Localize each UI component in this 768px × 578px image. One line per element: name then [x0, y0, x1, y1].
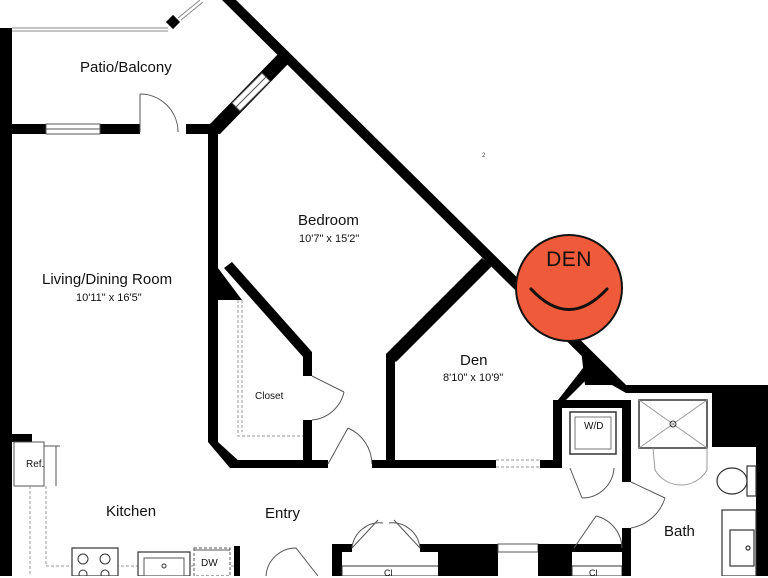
patio-window	[45, 123, 101, 135]
wd-label: W/D	[584, 421, 604, 432]
room-label-entry: Entry	[265, 505, 301, 522]
patio-railing-end	[165, 0, 204, 30]
dishwasher	[193, 547, 231, 576]
room-label-bath: Bath	[664, 523, 695, 540]
bath-left-wall	[622, 472, 631, 482]
wd-door	[569, 467, 615, 499]
den-bottom-wall	[372, 460, 496, 468]
bottom-closet-right	[571, 528, 631, 576]
sink	[137, 551, 191, 576]
closet-door	[311, 375, 345, 421]
closet-left-label: Cl	[384, 568, 393, 578]
bottom-window	[497, 543, 539, 553]
bottom-closet-right-door	[573, 515, 623, 549]
den-bottom-opening	[496, 459, 540, 468]
kitchen-counter	[29, 486, 240, 576]
room-label-bedroom: Bedroom	[298, 212, 359, 229]
kitchen-wall	[12, 434, 32, 442]
closet-shelf	[237, 300, 303, 437]
shower	[638, 399, 708, 486]
plan-marker: 2	[482, 153, 486, 159]
room-dims-den: 8'10" x 10'9"	[443, 372, 504, 384]
room-label-kitchen: Kitchen	[106, 503, 157, 520]
bath-door	[630, 481, 666, 529]
room-label-den: Den	[460, 352, 488, 369]
ref-label: Ref.	[26, 459, 45, 470]
stove	[71, 547, 119, 576]
dw-label: DW	[201, 558, 218, 569]
bedroom-den-wall	[386, 258, 492, 362]
closet-label: Closet	[255, 391, 284, 402]
room-label-patio: Patio/Balcony	[80, 59, 172, 76]
bedroom-bottom-wall	[230, 460, 328, 468]
bedroom-door	[327, 427, 373, 465]
vanity	[721, 509, 757, 576]
patio-diagonal-window	[231, 72, 271, 112]
room-label-living: Living/Dining Room	[42, 271, 173, 288]
den-badge-label: DEN	[546, 248, 592, 271]
living-bedroom-wall	[208, 124, 218, 442]
refrigerator	[13, 441, 60, 487]
smile-icon	[529, 287, 609, 311]
patio-wall	[12, 124, 220, 134]
den-badge	[515, 234, 623, 342]
closet-corner-wall	[218, 268, 242, 300]
room-dims-living: 10'11" x 16'5"	[76, 292, 142, 304]
room-dims-bedroom: 10'7" x 15'2"	[299, 233, 360, 245]
closet-right-label: Cl	[589, 568, 598, 578]
bottom-closet-left-doors	[351, 519, 421, 549]
left-exterior-wall	[0, 28, 12, 576]
toilet	[716, 465, 757, 497]
wd-closet	[553, 400, 631, 472]
entry-door	[265, 547, 319, 576]
patio-door	[139, 93, 179, 133]
